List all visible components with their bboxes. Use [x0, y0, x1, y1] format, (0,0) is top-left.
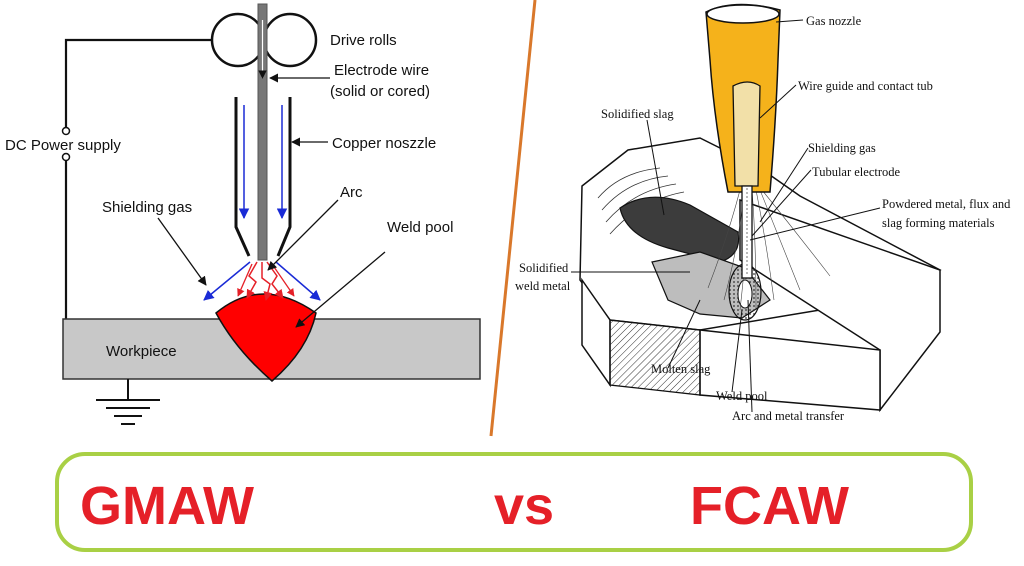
banner-vs: vs: [494, 476, 554, 536]
gas-outflow-arrow-left: [203, 261, 251, 301]
label-shielding-gas-fcaw: Shielding gas: [808, 141, 876, 155]
label-slag-forming: slag forming materials: [882, 216, 995, 230]
banner-frame: [55, 452, 973, 552]
electrode-wire: [257, 3, 268, 261]
label-arc: Arc: [340, 184, 363, 201]
label-arc-metal-transfer: Arc and metal transfer: [732, 409, 845, 423]
label-wire-guide: Wire guide and contact tub: [798, 79, 933, 93]
contact-tube: [732, 81, 761, 187]
gas-outflow-arrow-right: [275, 261, 321, 301]
divider-line: [489, 0, 537, 437]
copper-nozzle-wall-left: [234, 97, 251, 257]
label-dc-power-supply: DC Power supply: [5, 137, 121, 154]
ground-symbol: [96, 379, 160, 425]
gmaw-diagram: Drive rolls Electrode wire (solid or cor…: [5, 3, 481, 425]
power-circuit-wire: [64, 38, 213, 320]
title-banner: GMAW vs FCAW: [55, 452, 973, 552]
power-terminal-top: [61, 126, 71, 136]
label-powdered-metal: Powdered metal, flux and: [882, 197, 1011, 211]
banner-fcaw: FCAW: [690, 476, 849, 536]
copper-nozzle-wall-right: [276, 97, 292, 257]
leader-weld-pool: [295, 251, 386, 328]
leader-shielding-gas: [157, 217, 207, 286]
leader-arc: [267, 199, 339, 271]
drive-roll-right: [262, 12, 318, 68]
label-solidified-weld-metal: Solidified: [519, 261, 569, 275]
gas-nozzle-opening: [706, 4, 780, 24]
label-weld-pool-fcaw: Weld pool: [716, 389, 768, 403]
label-solidified-slag: Solidified slag: [601, 107, 674, 121]
label-tubular-electrode: Tubular electrode: [812, 165, 901, 179]
groove-section: [609, 319, 701, 396]
label-drive-rolls: Drive rolls: [330, 32, 397, 49]
weld-pool-shape: [215, 293, 317, 382]
label-molten-slag: Molten slag: [651, 362, 711, 376]
label-electrode-wire-type: (solid or cored): [330, 83, 430, 100]
fcaw-diagram: Gas nozzle Wire guide and contact tub So…: [515, 3, 1011, 423]
label-electrode-wire: Electrode wire: [334, 62, 429, 79]
label-shielding-gas: Shielding gas: [102, 199, 192, 216]
label-solidified-weld-metal-2: weld metal: [515, 279, 571, 293]
label-weld-pool: Weld pool: [387, 219, 453, 236]
label-workpiece: Workpiece: [106, 343, 177, 360]
molten-weld-pool-core: [737, 279, 753, 309]
label-copper-nozzle: Copper noszzle: [332, 135, 436, 152]
label-gas-nozzle: Gas nozzle: [806, 14, 862, 28]
drive-roll-left: [210, 12, 266, 68]
fcaw-leader-lines: [571, 19, 881, 413]
banner-gmaw: GMAW: [80, 476, 254, 536]
power-terminal-bottom: [61, 152, 71, 162]
